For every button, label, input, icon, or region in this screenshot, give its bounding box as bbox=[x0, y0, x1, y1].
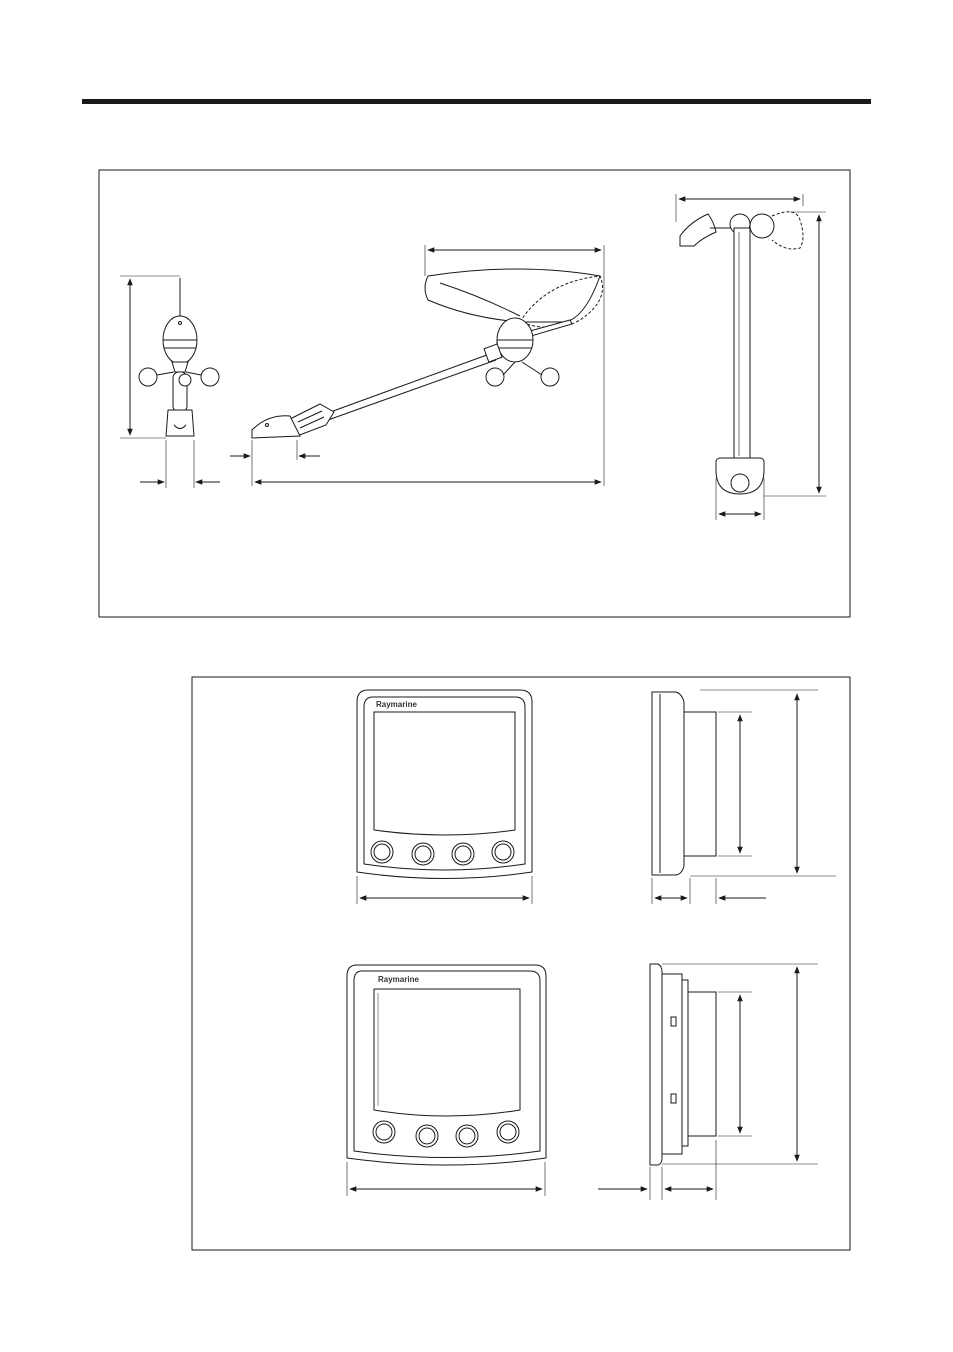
wind-cup-icon bbox=[541, 368, 559, 386]
figure-wind-vane bbox=[99, 170, 850, 617]
wind-transducer-view bbox=[676, 194, 826, 520]
brand-logo: Raymarine bbox=[376, 700, 417, 709]
wind-cup-icon bbox=[139, 368, 157, 386]
instrument-front-view: Raymarine bbox=[357, 690, 532, 904]
wind-cup-icon bbox=[201, 368, 219, 386]
wind-vane-side-view bbox=[230, 245, 604, 486]
wind-cup-icon bbox=[179, 374, 191, 386]
wind-cup-icon bbox=[486, 368, 504, 386]
instrument-front-view: Raymarine bbox=[347, 965, 546, 1196]
brand-logo: Raymarine bbox=[378, 975, 419, 984]
wind-vane-front-view bbox=[120, 276, 220, 488]
figure-instruments: Raymarine bbox=[192, 677, 850, 1250]
instrument-side-view bbox=[598, 964, 818, 1200]
instrument-side-view bbox=[652, 690, 836, 904]
header-rule bbox=[82, 99, 871, 104]
